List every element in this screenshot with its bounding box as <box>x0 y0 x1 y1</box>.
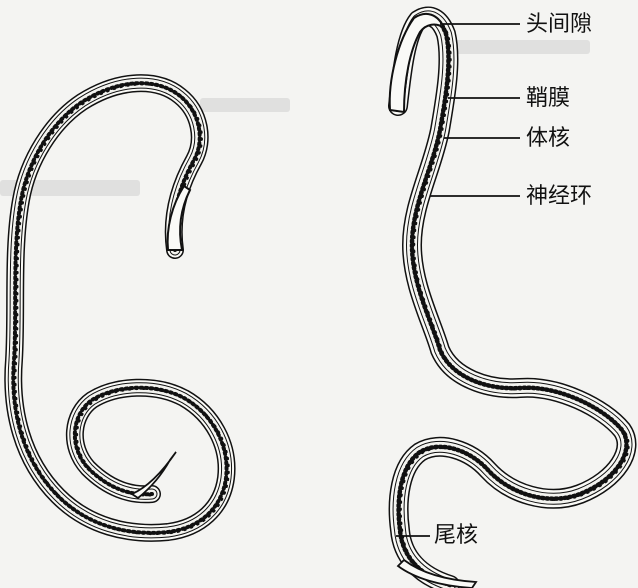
label-head-space: 头间隙 <box>526 14 592 36</box>
label-sheath: 鞘膜 <box>526 88 570 110</box>
label-body-nuclei: 体核 <box>526 128 570 150</box>
label-tail-nuclei: 尾核 <box>434 525 478 547</box>
bleed-through-decoration <box>0 40 590 196</box>
left-microfilaria <box>13 83 228 534</box>
right-microfilaria <box>390 14 629 588</box>
label-nerve-ring: 神经环 <box>526 186 592 208</box>
